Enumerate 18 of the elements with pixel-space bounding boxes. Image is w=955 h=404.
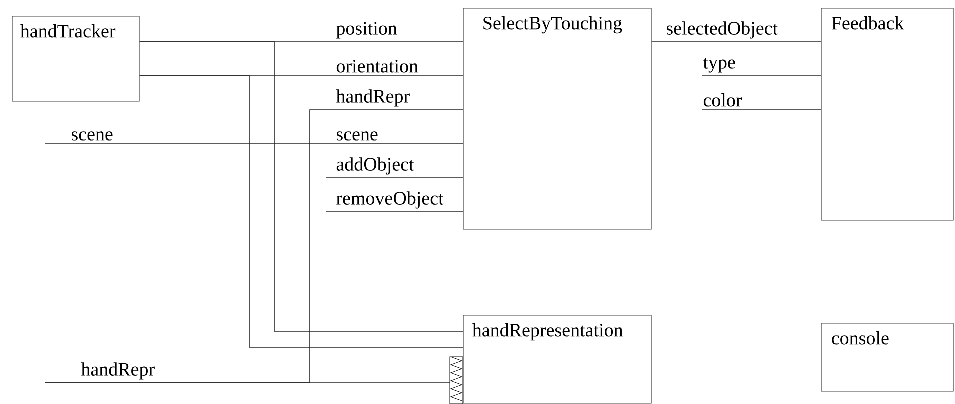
port-label: position [336, 22, 398, 39]
port-label: type [703, 58, 736, 73]
port-label: orientation [336, 60, 418, 73]
port-label: removeObject [336, 192, 444, 209]
port-label: scene [337, 132, 378, 141]
module-box: handTracker [12, 16, 140, 102]
connector-line [139, 76, 464, 348]
port-label: selectedObject [667, 22, 778, 39]
port-label: color [704, 93, 742, 107]
port-label: handRepr [81, 362, 155, 380]
port-label: handRepr [336, 90, 410, 107]
module-box: Feedback [821, 8, 954, 221]
module-box: handRepresentation [463, 315, 652, 404]
module-box: console [821, 323, 954, 392]
input-label: scene [72, 132, 113, 141]
port-label: addObject [336, 158, 414, 175]
connector-line [139, 42, 464, 332]
module-box: SelectByTouching [463, 8, 652, 230]
